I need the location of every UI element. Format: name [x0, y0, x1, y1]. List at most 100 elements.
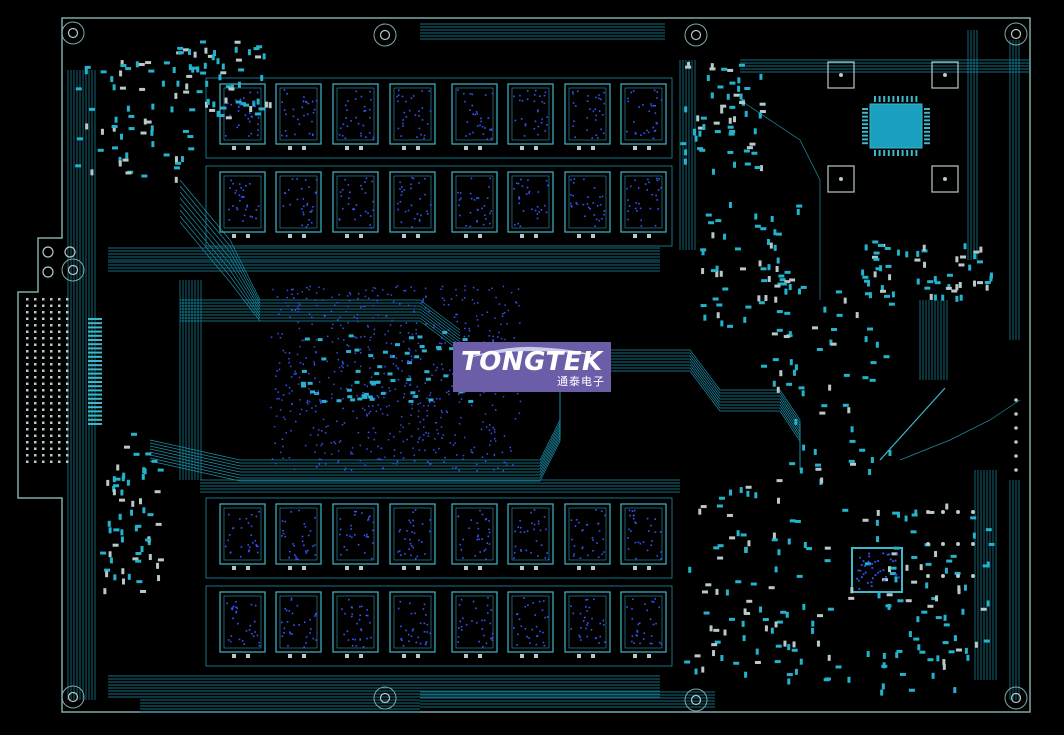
- via: [360, 605, 363, 608]
- via: [465, 135, 467, 137]
- via: [487, 597, 489, 599]
- smd-component: [112, 543, 119, 547]
- edge-pin: [1014, 426, 1018, 430]
- via: [303, 339, 305, 342]
- via-large: [42, 246, 54, 258]
- via: [359, 444, 362, 447]
- smd-component: [462, 338, 468, 342]
- via: [411, 629, 414, 632]
- smd-component: [710, 92, 714, 99]
- via: [399, 430, 401, 433]
- via: [360, 184, 362, 187]
- via: [633, 642, 635, 644]
- via: [397, 367, 399, 369]
- via: [651, 540, 653, 542]
- via: [572, 612, 575, 615]
- via: [585, 606, 587, 608]
- smd-component: [424, 370, 430, 374]
- smd-component: [357, 397, 363, 401]
- smd-component: [787, 644, 791, 651]
- via: [871, 562, 874, 565]
- via: [447, 390, 450, 392]
- via: [597, 522, 599, 525]
- via: [302, 198, 305, 200]
- via: [414, 114, 417, 116]
- via: [413, 532, 416, 534]
- memory-chip-core: [393, 507, 432, 561]
- via: [245, 630, 248, 632]
- via: [537, 520, 540, 523]
- smd-component: [406, 361, 412, 365]
- smd-component: [794, 519, 801, 523]
- via: [400, 424, 402, 426]
- via: [322, 418, 325, 421]
- via: [298, 327, 301, 330]
- mounting-hole: [61, 21, 85, 45]
- via: [392, 462, 395, 465]
- via: [493, 469, 495, 471]
- via: [492, 339, 494, 341]
- via: [514, 530, 516, 533]
- connector-trace: [88, 385, 102, 388]
- via: [310, 221, 313, 224]
- connector-pin: [66, 408, 69, 411]
- via: [225, 135, 227, 137]
- pad: [402, 654, 406, 658]
- via: [257, 129, 259, 131]
- via: [459, 543, 462, 546]
- smd-component: [945, 503, 949, 510]
- via: [519, 519, 521, 522]
- via: [636, 631, 639, 633]
- via: [455, 466, 457, 469]
- via: [570, 519, 573, 522]
- smd-component: [193, 51, 197, 58]
- via: [601, 195, 604, 198]
- memory-chip: [451, 83, 498, 145]
- smd-component: [76, 137, 83, 141]
- smd-component: [892, 511, 899, 515]
- via: [347, 203, 350, 205]
- via: [381, 459, 383, 461]
- connector-pin: [42, 350, 45, 353]
- via: [884, 575, 887, 578]
- smd-component: [97, 148, 104, 152]
- via: [397, 208, 399, 211]
- via: [393, 449, 396, 451]
- smd-component: [963, 243, 967, 250]
- via: [537, 109, 539, 111]
- via: [646, 189, 649, 191]
- memory-chip: [275, 171, 322, 233]
- via: [229, 640, 232, 643]
- smd-component: [905, 251, 909, 258]
- smd-component: [119, 498, 126, 502]
- smd-component: [715, 588, 719, 595]
- via: [491, 287, 493, 290]
- via: [458, 423, 461, 425]
- smd-component: [824, 546, 831, 550]
- via: [305, 642, 307, 644]
- connector-trace: [88, 368, 102, 371]
- smd-component: [355, 369, 361, 373]
- smd-component: [835, 290, 842, 294]
- via: [882, 552, 885, 555]
- smd-component: [436, 347, 442, 351]
- via: [471, 451, 474, 454]
- smd-component: [786, 382, 793, 386]
- via: [356, 317, 358, 320]
- smd-component: [413, 395, 419, 399]
- via: [882, 569, 885, 572]
- via: [365, 177, 368, 180]
- via: [480, 117, 482, 120]
- via: [297, 311, 299, 313]
- via: [430, 463, 432, 465]
- via: [447, 374, 450, 376]
- via: [494, 317, 496, 319]
- via: [400, 625, 402, 628]
- smd-component: [127, 573, 131, 580]
- via: [650, 524, 652, 527]
- via: [531, 522, 533, 525]
- via: [368, 132, 371, 134]
- smd-component: [780, 282, 787, 286]
- via: [465, 225, 467, 227]
- via: [285, 135, 288, 137]
